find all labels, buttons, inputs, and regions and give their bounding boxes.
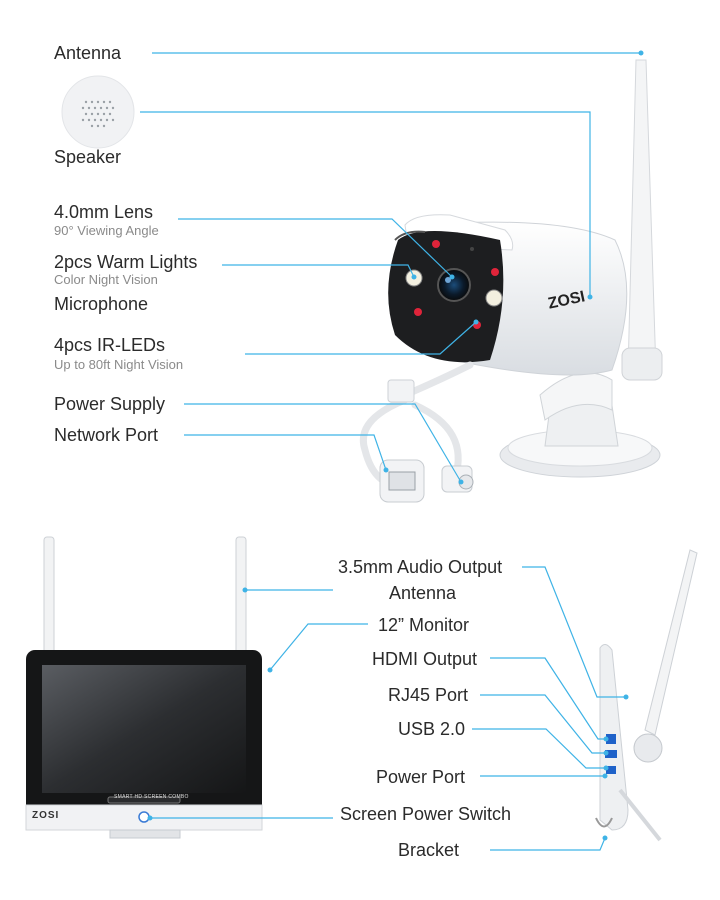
label-hdmi-output: HDMI Output	[372, 649, 478, 669]
label-warm-lights: 2pcs Warm Lights	[54, 252, 198, 272]
label-bracket: Bracket	[398, 840, 460, 860]
label-lens-sub: 90° Viewing Angle	[54, 223, 159, 238]
camera-mount	[499, 372, 661, 478]
camera-antenna	[621, 59, 663, 381]
label-power-supply: Power Supply	[54, 394, 166, 414]
label-lens: 4.0mm Lens	[54, 202, 154, 222]
leader-dots	[147, 50, 644, 841]
monitor-bezel-text: SMART HD SCREEN COMBO	[114, 794, 189, 800]
label-antenna: Antenna	[54, 43, 122, 63]
camera-lens	[437, 268, 471, 302]
label-monitor: 12” Monitor	[378, 615, 470, 635]
label-power-port: Power Port	[376, 767, 466, 787]
leader-lines	[140, 52, 641, 851]
label-ir-leds-sub: Up to 80ft Night Vision	[54, 357, 184, 372]
label-monitor-antenna: Antenna	[389, 583, 457, 603]
monitor-side	[595, 549, 698, 842]
camera-connectors	[379, 379, 474, 503]
monitor-front	[25, 536, 263, 839]
label-ir-leds: 4pcs IR-LEDs	[54, 335, 166, 355]
monitor-brand-logo: ZOSI	[32, 810, 60, 821]
label-audio-output: 3.5mm Audio Output	[338, 557, 503, 577]
label-rj45-port: RJ45 Port	[388, 685, 469, 705]
label-usb: USB 2.0	[398, 719, 466, 739]
ir-led-1	[432, 240, 440, 248]
warm-light-right	[485, 289, 503, 307]
speaker-inset-image	[61, 75, 135, 149]
microphone-hole	[470, 247, 474, 251]
label-warm-lights-sub: Color Night Vision	[54, 272, 158, 287]
ir-led-2	[491, 268, 499, 276]
label-network-port: Network Port	[54, 425, 159, 445]
label-screen-power-switch: Screen Power Switch	[340, 804, 512, 824]
label-microphone: Microphone	[54, 294, 149, 314]
ir-led-3	[414, 308, 422, 316]
label-speaker: Speaker	[54, 147, 122, 167]
